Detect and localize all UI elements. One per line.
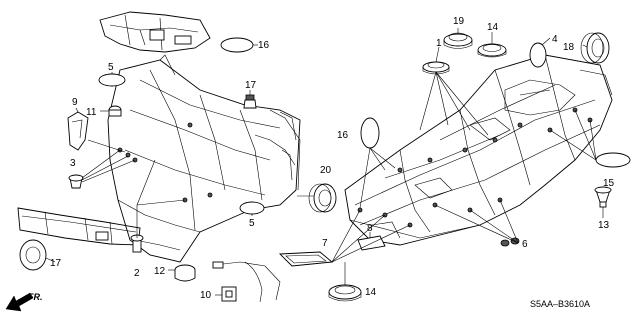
floor-pan-assembly [344,54,613,246]
callout-14-top: 14 [487,22,499,33]
grommet-17-bottom [19,239,47,271]
callout-16-top: 16 [258,40,270,51]
ring-5-bottom [239,201,265,215]
grommet-20 [308,183,337,213]
clip-3 [68,174,84,189]
callout-10: 10 [200,290,212,301]
grommet-14-top [477,43,507,58]
clip-13 [594,186,612,208]
callout-8: 8 [367,223,373,234]
callout-20: 20 [320,165,332,176]
grommet-19 [443,32,473,49]
callout-5-top: 5 [108,62,114,73]
callout-16-floor: 16 [337,130,349,141]
callout-13: 13 [598,220,610,231]
plate-7 [278,251,334,267]
front-frame-assembly [107,54,301,263]
callout-7: 7 [322,238,328,249]
leader-lines [45,28,604,296]
callout-15: 15 [603,178,615,189]
callout-5-bottom: 5 [249,218,255,229]
plug-11 [108,105,122,117]
seal-15 [595,152,631,168]
cap-12 [174,264,196,282]
ring-5-top [98,73,126,87]
callout-labels: 1 2 3 4 5 5 6 7 8 9 10 11 12 13 14 14 15… [50,16,615,301]
grommet-18 [580,32,610,64]
callout-18: 18 [563,42,575,53]
callout-3: 3 [70,158,76,169]
callout-14-bottom: 14 [365,287,377,298]
seal-16-floor [360,117,380,149]
grommet-14-bottom [328,284,362,302]
front-arrow-icon [5,292,34,312]
engine-mount-bracket [99,11,211,53]
callout-1: 1 [436,38,442,49]
callout-17-bottom: 17 [50,258,62,269]
front-direction-indicator: FR. [5,292,43,312]
callout-4: 4 [552,34,558,45]
harness-10 [212,261,281,303]
floor-grommet-dots [117,107,593,228]
diagram-code: S5AA–B3610A [530,299,590,309]
callout-19: 19 [453,16,465,27]
callout-6: 6 [522,239,528,250]
callout-2: 2 [134,268,140,279]
callout-12: 12 [154,266,166,277]
seal-4 [529,42,547,68]
front-direction-label: FR. [28,292,43,302]
bracket-9 [67,111,89,151]
callout-17-top: 17 [245,80,257,91]
callout-11: 11 [86,107,97,118]
callout-9: 9 [72,97,78,108]
clip-17 [243,94,257,109]
seal-16-top [220,37,254,53]
